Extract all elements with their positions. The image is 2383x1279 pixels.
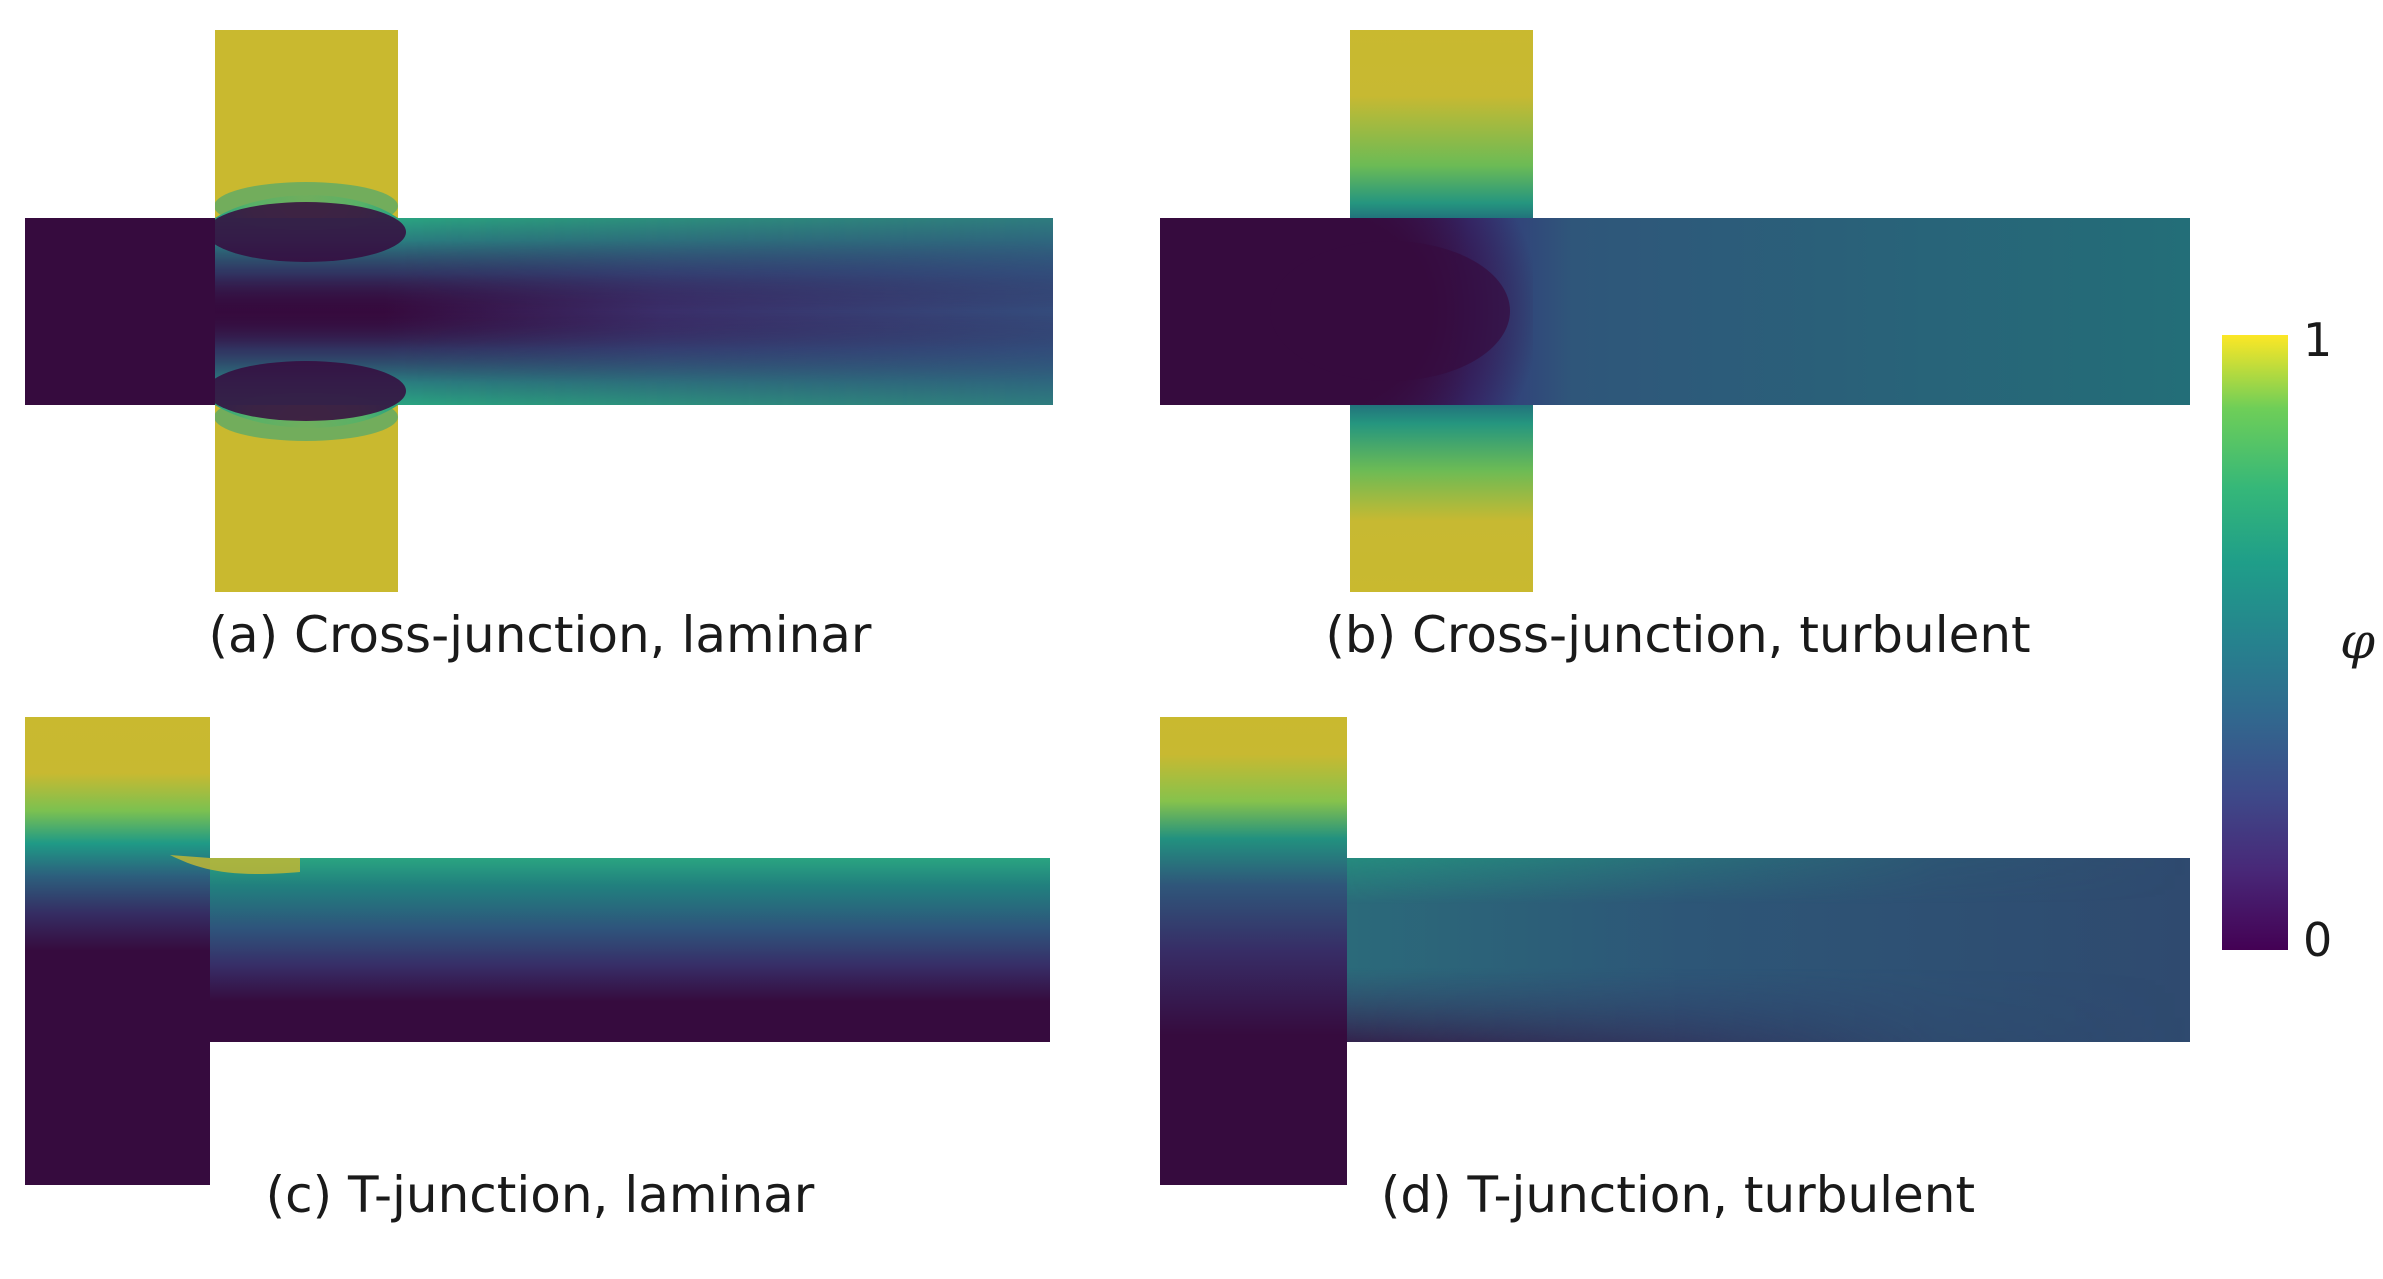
panel-c-field [25,717,1050,1185]
colorbar-gradient [2222,335,2288,950]
panel-c-caption: (c) T-junction, laminar [266,1166,815,1224]
colorbar-max-label: 1 [2303,313,2332,367]
panel-b-cross-junction-turbulent: (b) Cross-junction, turbulent [1160,30,2190,664]
panel-b-caption: (b) Cross-junction, turbulent [1325,606,2030,664]
panel-a-field [25,30,1053,592]
colorbar: 1 0 φ [2222,313,2375,967]
panel-c-t-junction-laminar: (c) T-junction, laminar [25,717,1050,1224]
panel-d-field [1160,717,2190,1185]
panel-d-t-junction-turbulent: (d) T-junction, turbulent [1160,717,2190,1224]
panel-b-field [1160,30,2190,592]
colorbar-title: φ [2340,612,2375,670]
panel-a-caption: (a) Cross-junction, laminar [209,606,872,664]
panel-d-caption: (d) T-junction, turbulent [1381,1166,1975,1224]
panel-a-cross-junction-laminar: (a) Cross-junction, laminar [25,30,1053,664]
colorbar-min-label: 0 [2303,913,2332,967]
